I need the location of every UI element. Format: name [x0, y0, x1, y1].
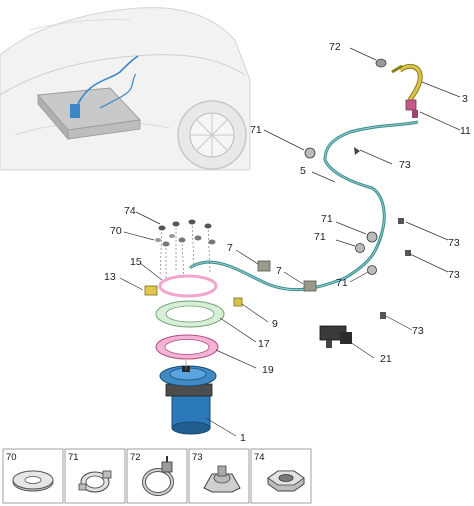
lock-ring-15 [158, 274, 218, 298]
part-9 [233, 297, 243, 307]
callout-15: 15 [130, 256, 142, 268]
gasket-17 [155, 300, 225, 328]
callout-73: 73 [448, 237, 460, 249]
callout-74: 74 [124, 205, 136, 217]
callout-3: 3 [462, 93, 468, 105]
callout-21: 21 [380, 353, 392, 365]
vehicle-location-inset [0, 0, 251, 180]
callout-labels: 72 3 11 71 73 5 71 71 73 73 71 73 21 74 … [104, 41, 471, 444]
valve-21 [319, 325, 352, 348]
legend-label-72: 72 [130, 452, 141, 463]
leader-lines [119, 47, 461, 437]
fuel-line-5 [188, 120, 419, 292]
band-clamp-72 [375, 58, 387, 68]
callout-17: 17 [258, 338, 270, 350]
legend-cell-73: 73 [188, 448, 250, 504]
callout-5: 5 [300, 165, 306, 177]
callout-1: 1 [240, 432, 246, 444]
band-clamp-icon [142, 456, 174, 496]
hose-bracket-3 [391, 63, 423, 102]
legend-label-74: 74 [254, 452, 265, 463]
callout-13: 13 [104, 271, 116, 283]
callout-70: 70 [110, 225, 122, 237]
callout-71: 71 [321, 213, 333, 225]
pipe-clip-parts [354, 147, 411, 319]
fastener-stack [155, 219, 216, 282]
callout-71: 71 [314, 231, 326, 243]
callout-72: 72 [329, 41, 341, 53]
callout-9: 9 [272, 318, 278, 330]
callout-71: 71 [250, 124, 262, 136]
legend-label-70: 70 [6, 452, 17, 463]
callout-71: 71 [336, 277, 348, 289]
legend-cell-70: 70 [2, 448, 64, 504]
wheel-illustration [177, 100, 247, 170]
gasket-19 [155, 334, 219, 360]
callout-11: 11 [460, 125, 471, 137]
callout-19: 19 [262, 364, 274, 376]
legend-label-71: 71 [68, 452, 79, 463]
fuel-tank-highlight [36, 87, 142, 141]
hex-nut-icon [267, 470, 305, 492]
brackets-7 [257, 260, 317, 292]
callout-73: 73 [448, 269, 460, 281]
legend-cell-74: 74 [250, 448, 312, 504]
legend-label-73: 73 [192, 452, 203, 463]
fuel-pump-module-1 [159, 365, 217, 435]
hose-clamp-icon [78, 470, 112, 493]
callout-7: 7 [276, 265, 282, 277]
hose-clamp-parts [304, 147, 378, 275]
callout-73: 73 [412, 325, 424, 337]
legend-cell-71: 71 [64, 448, 126, 504]
legend-cell-72: 72 [126, 448, 188, 504]
flat-washer-icon [12, 470, 54, 492]
quick-connector-11 [405, 99, 418, 118]
part-13 [144, 285, 158, 296]
callout-73: 73 [399, 159, 411, 171]
small-parts-legend: 70 71 72 [2, 448, 312, 504]
pipe-clip-icon [203, 465, 241, 493]
callout-7: 7 [227, 242, 233, 254]
